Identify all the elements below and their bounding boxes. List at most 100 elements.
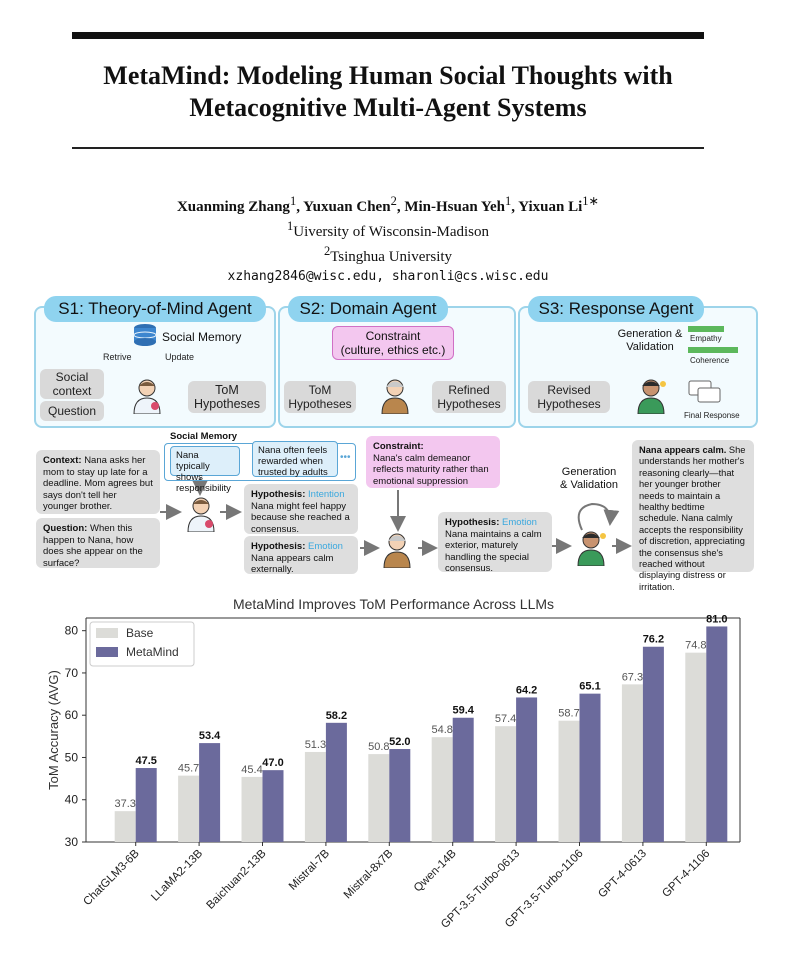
data-label-base: 45.4 (241, 764, 262, 776)
author-sup: 1 (289, 194, 297, 208)
author-block: Xuanming Zhang1, Yuxuan Chen2, Min-Hsuan… (72, 192, 704, 286)
data-label-metamind: 81.0 (706, 613, 727, 625)
x-tick-label: Qwen-14B (412, 847, 459, 894)
data-label-metamind: 53.4 (199, 730, 221, 742)
data-label-base: 58.7 (558, 708, 579, 720)
x-tick-label: Mistral-8x7B (342, 847, 396, 901)
bar-metamind (452, 717, 474, 842)
bar-metamind (642, 646, 664, 842)
title-line-2: Metacognitive Multi-Agent Systems (189, 93, 587, 122)
s2-constraint-box: Constraint (culture, ethics etc.) (332, 326, 454, 360)
data-label-base: 54.8 (431, 724, 452, 736)
chat-bubbles-icon (688, 380, 721, 403)
student-avatar-icon (637, 379, 666, 414)
s1-tom-hypotheses-box: ToM Hypotheses (188, 381, 266, 413)
bar-base (685, 652, 707, 842)
s3-title: S3: Response Agent (528, 296, 704, 322)
y-tick-label: 70 (65, 666, 79, 680)
empathy-bar (688, 326, 724, 332)
s1-social-memory-label: Social Memory (162, 330, 242, 344)
elder-avatar-icon (381, 379, 409, 414)
data-label-metamind: 76.2 (643, 634, 664, 646)
final-response-label: Final Response (684, 411, 740, 420)
memory-card-2: Nana often feels rewarded when trusted b… (252, 441, 338, 478)
bar-base (431, 737, 453, 842)
bar-metamind (516, 697, 538, 842)
hypothesis-emotion-card: Hypothesis: Emotion Nana appears calm ex… (244, 536, 358, 575)
data-label-base: 67.3 (622, 671, 643, 683)
bar-base (495, 726, 517, 842)
legend-swatch (96, 647, 118, 657)
bar-base (558, 720, 580, 842)
database-icon (133, 324, 157, 346)
author-name: Xuanming Zhang (176, 199, 290, 215)
s2-title: S2: Domain Agent (288, 296, 448, 322)
bar-base (178, 775, 200, 842)
x-tick-label: GPT-4-1106 (660, 848, 712, 900)
bar-metamind (579, 693, 601, 842)
empathy-label: Empathy (690, 334, 722, 343)
data-label-base: 50.8 (368, 741, 389, 753)
author-emails: xzhang2846@wisc.edu, sharonli@cs.wisc.ed… (227, 269, 549, 284)
paper-title: MetaMind: Modeling Human Social Thoughts… (72, 60, 704, 124)
bar-metamind (389, 749, 411, 842)
author-list: Xuanming Zhang1, Yuxuan Chen2, Min-Hsuan… (176, 194, 600, 215)
bar-metamind (706, 626, 728, 842)
coherence-label: Coherence (690, 356, 730, 365)
constraint-card: Constraint: Nana's calm demeanor reflect… (366, 436, 500, 488)
data-label-base: 37.3 (114, 798, 135, 810)
title-line-1: MetaMind: Modeling Human Social Thoughts… (103, 61, 673, 90)
data-label-metamind: 65.1 (579, 681, 600, 693)
y-tick-label: 80 (65, 624, 79, 638)
y-axis-label: ToM Accuracy (AVG) (46, 670, 61, 790)
top-rule (72, 32, 704, 39)
x-tick-label: Baichuan2-13B (205, 847, 269, 911)
data-label-base: 51.3 (305, 739, 326, 751)
psychologist-avatar-icon (133, 379, 161, 414)
bar-base (304, 751, 326, 842)
author-name: Min-Hsuan Yeh (404, 199, 506, 215)
bar-metamind (325, 722, 347, 842)
s1-update-label: Update (165, 352, 195, 362)
data-label-metamind: 47.5 (135, 755, 156, 767)
data-label-metamind: 52.0 (389, 736, 410, 748)
s3-gen-val-label: Generation & Validation (617, 328, 683, 353)
data-label-metamind: 58.2 (326, 710, 347, 722)
author-name: Yixuan Li (518, 199, 583, 215)
final-answer-card: Nana appears calm. She understands her m… (632, 440, 754, 592)
data-label-metamind: 59.4 (452, 705, 474, 717)
example-gen-val-label: Generation & Validation (560, 466, 618, 491)
bar-metamind (135, 768, 157, 842)
x-tick-label: ChatGLM3-6B (81, 847, 142, 908)
example-social-memory-label: Social Memory (170, 431, 238, 442)
bar-metamind (262, 770, 284, 842)
memory-card-1: Nana typically shows responsibility (170, 446, 240, 494)
author-sup: 1 (505, 194, 512, 208)
chart-title: MetaMind Improves ToM Performance Across… (232, 596, 555, 612)
arrow (577, 502, 620, 531)
memory-more-dots: ••• (340, 452, 351, 463)
data-label-base: 74.8 (685, 640, 706, 652)
x-tick-label: Mistral-7B (287, 847, 332, 892)
y-tick-label: 30 (65, 835, 79, 849)
psychologist-avatar-icon (187, 497, 215, 532)
bottom-rule (72, 147, 704, 149)
data-label-base: 45.7 (178, 763, 199, 775)
elder-avatar-icon (383, 533, 411, 568)
bar-base (368, 754, 390, 842)
coherence-bar (688, 347, 738, 353)
legend-swatch (96, 628, 118, 638)
hypothesis-intention-card: Hypothesis: Intention Nana might feel ha… (244, 484, 358, 535)
context-card: Context: Nana asks her mom to stay up la… (36, 450, 160, 514)
s1-question-box: Question (40, 401, 104, 421)
x-tick-label: GPT-4-0613 (596, 848, 649, 901)
author-sup: 2 (390, 194, 397, 208)
question-card: Question: When this happen to Nana, how … (36, 518, 160, 569)
y-tick-label: 50 (65, 750, 79, 764)
data-label-metamind: 64.2 (516, 684, 537, 696)
affiliation-1: 1Uiversity of Wisconsin-Madison (286, 219, 490, 240)
x-tick-label: LLaMA2-13B (149, 847, 205, 903)
y-tick-label: 40 (65, 793, 79, 807)
s2-refined-box: Refined Hypotheses (432, 381, 506, 413)
